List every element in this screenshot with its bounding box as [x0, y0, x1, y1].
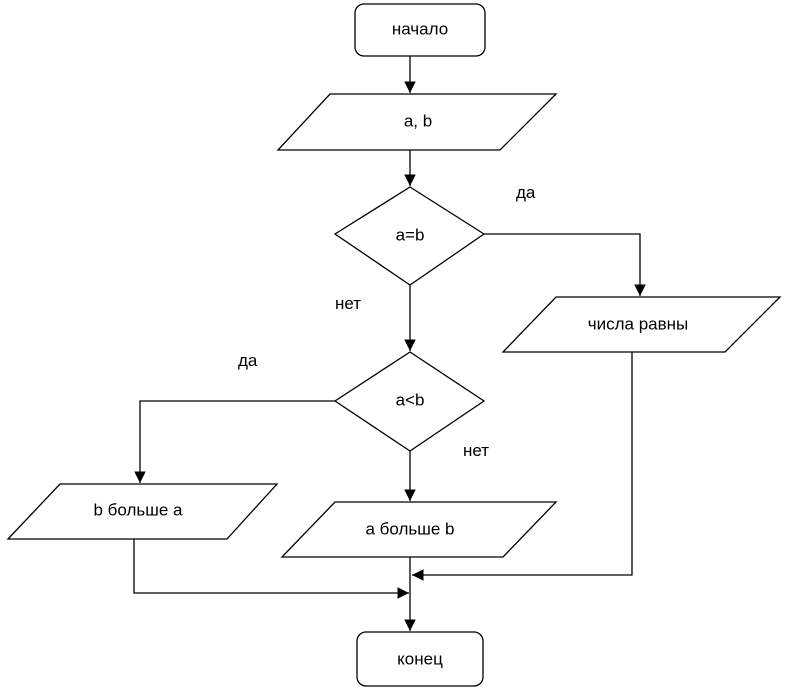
decision-equal-node: a=b — [333, 186, 486, 286]
decision-less-no-label: нет — [463, 441, 489, 460]
edge-decision-less-yes — [134, 400, 335, 483]
start-node-label: начало — [392, 19, 448, 38]
decision-equal-yes-label: да — [516, 183, 536, 202]
decision-equal-no-label: нет — [335, 294, 361, 313]
decision-less-node: a<b — [333, 351, 486, 452]
decision-less-yes-label: да — [238, 351, 258, 370]
edge-equal-output-to-merge — [412, 352, 633, 581]
edge-decision-equal-yes — [484, 233, 646, 296]
input-node-label: a, b — [404, 111, 432, 130]
end-node-label: конец — [397, 649, 443, 668]
input-node: a, b — [276, 93, 558, 151]
a-greater-output-node: a больше b — [280, 501, 558, 558]
equal-output-node: числа равны — [501, 296, 782, 353]
start-node: начало — [354, 3, 486, 57]
b-greater-output-label: b больше a — [93, 500, 183, 519]
b-greater-output-node: b больше a — [6, 483, 279, 540]
edge-b-greater-to-merge — [133, 539, 409, 599]
end-node: конец — [356, 631, 484, 687]
decision-less-label: a<b — [396, 390, 425, 409]
a-greater-output-label: a больше b — [365, 519, 454, 538]
decision-equal-label: a=b — [396, 225, 425, 244]
equal-output-label: числа равны — [588, 314, 689, 333]
